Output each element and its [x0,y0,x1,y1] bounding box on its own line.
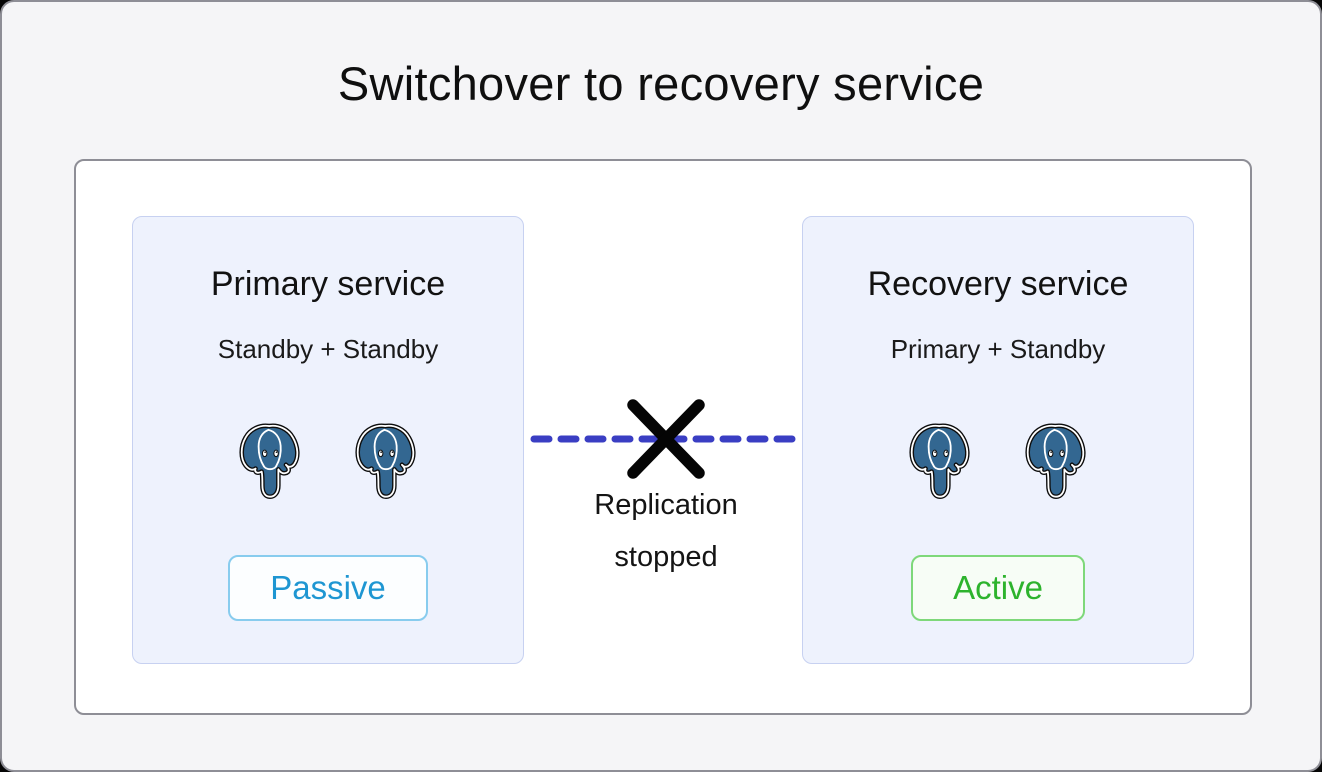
primary-service-roles: Standby + Standby [217,334,439,364]
diagram-title: Switchover to recovery service [337,57,985,110]
replication-connector [530,399,803,479]
stopped-cross-icon [627,399,705,479]
services-panel: Primary service Standby + Standby Passiv… [74,159,1252,715]
replication-status-label: Replication stopped [594,489,738,573]
postgres-elephant-icon [351,423,421,499]
postgres-elephant-icon [235,423,305,499]
primary-service-card: Primary service Standby + Standby Passiv… [132,216,524,664]
recovery-service-roles: Primary + Standby [890,334,1106,364]
recovery-status-badge: Active [911,555,1085,621]
primary-node-row [235,423,421,499]
primary-service-title: Primary service [210,265,446,303]
primary-status-badge: Passive [228,555,428,621]
postgres-elephant-icon [905,423,975,499]
recovery-service-title: Recovery service [867,265,1129,303]
recovery-service-card: Recovery service Primary + Standby Activ… [802,216,1194,664]
recovery-node-row [905,423,1091,499]
postgres-elephant-icon [1021,423,1091,499]
